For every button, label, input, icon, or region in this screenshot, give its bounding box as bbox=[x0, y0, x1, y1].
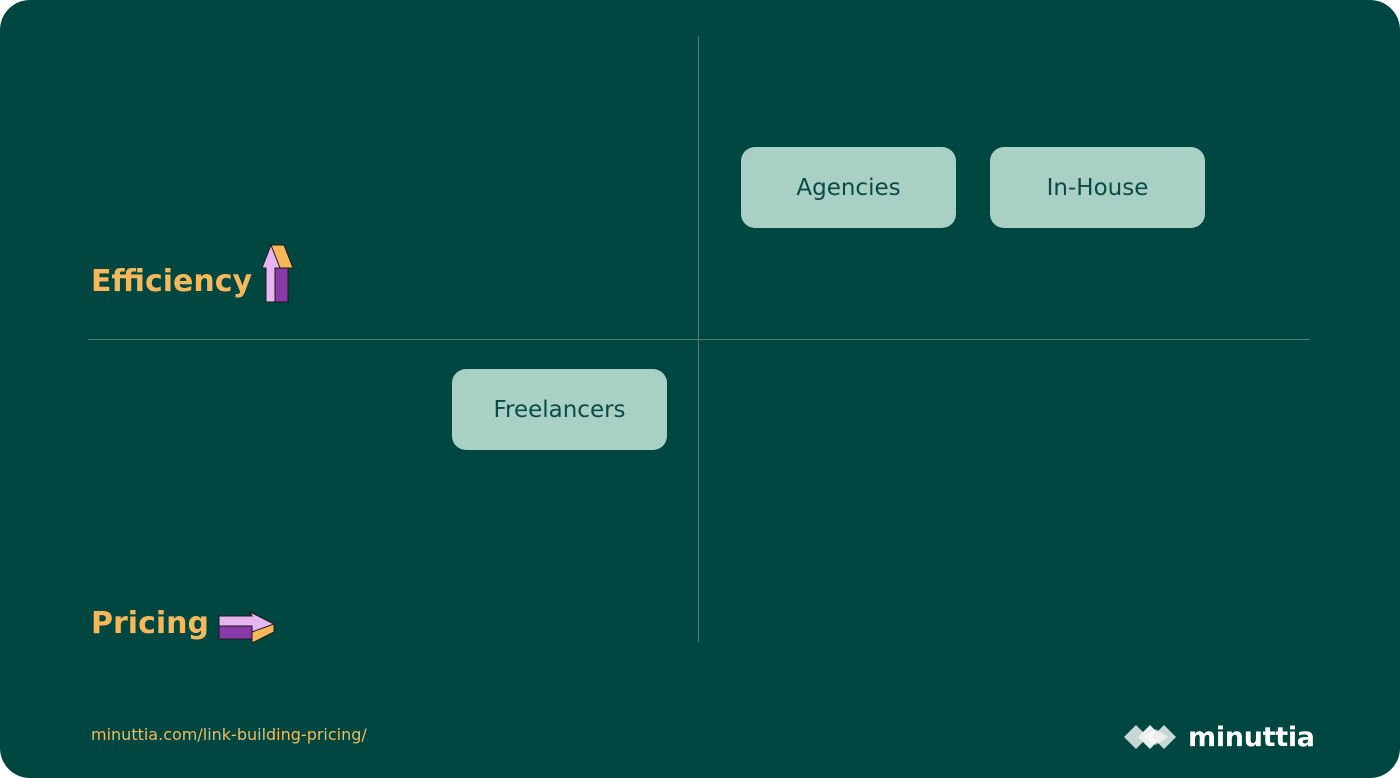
pricing-axis-label: Pricing bbox=[91, 606, 209, 641]
in-house-label: In-House bbox=[1046, 174, 1149, 201]
arrow-right-icon bbox=[218, 610, 276, 644]
agencies-label: Agencies bbox=[796, 174, 901, 201]
in-house-box: In-House bbox=[990, 147, 1205, 228]
agencies-box: Agencies bbox=[741, 147, 956, 228]
arrow-up-icon bbox=[261, 243, 294, 303]
footer-url: minuttia.com/link-building-pricing/ bbox=[91, 725, 367, 744]
freelancers-label: Freelancers bbox=[493, 396, 626, 423]
minuttia-logo-mark bbox=[1124, 725, 1176, 749]
brand-name: minuttia bbox=[1188, 721, 1315, 753]
efficiency-axis-label: Efficiency bbox=[91, 264, 253, 299]
horizontal-axis-line bbox=[88, 339, 1310, 340]
freelancers-box: Freelancers bbox=[452, 369, 667, 450]
brand-logo: minuttia bbox=[1124, 721, 1315, 753]
